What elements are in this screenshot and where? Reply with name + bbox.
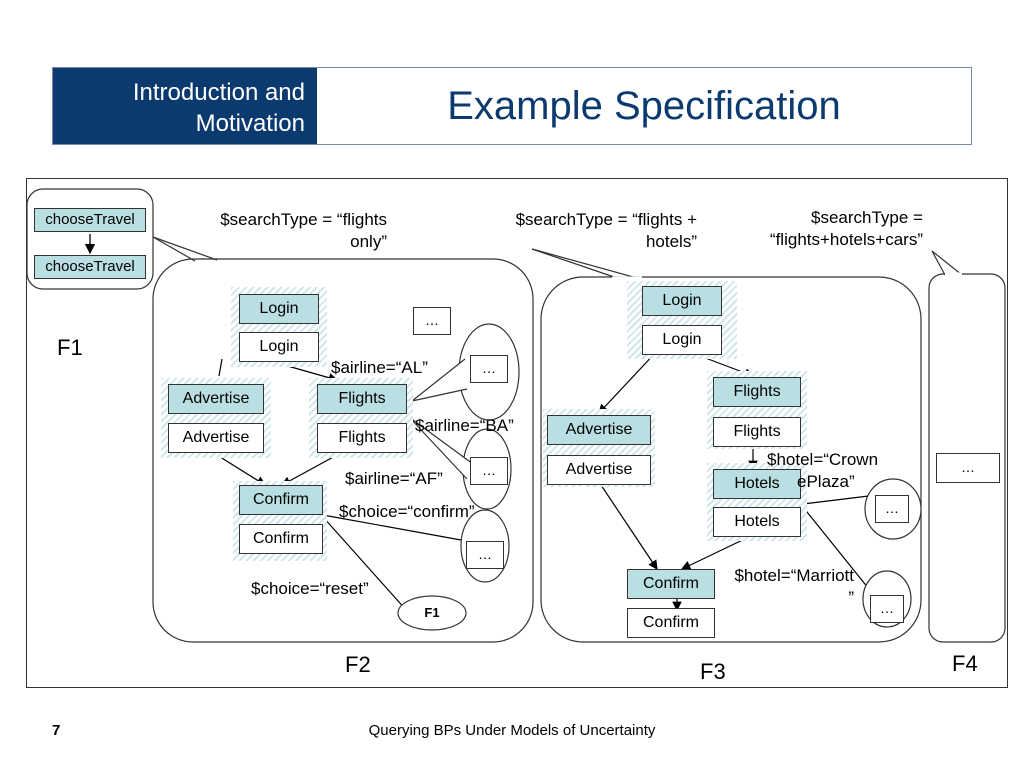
f2-ellipsis-choice-confirm: … bbox=[466, 541, 504, 569]
f3-condition-line-2: hotels” bbox=[645, 232, 697, 251]
f3-container bbox=[540, 276, 922, 643]
f1-node-choose-travel-top: chooseTravel bbox=[34, 208, 146, 232]
f2-node-advertise-bottom: Advertise bbox=[168, 423, 264, 453]
f4-ellipsis-box: … bbox=[936, 453, 1000, 483]
f3-ellipsis-hotel-crown: … bbox=[875, 495, 909, 523]
f2-node-confirm-bottom: Confirm bbox=[239, 524, 323, 554]
f3-annotation-hotel-marriott: $hotel=“Marriott ” bbox=[712, 565, 854, 609]
f4-label: F4 bbox=[952, 651, 978, 676]
section-line-2: Motivation bbox=[195, 110, 305, 137]
f3-annotation-hotel-crown-line-2: ePlaza” bbox=[797, 472, 855, 491]
section-line-1: Introduction and bbox=[132, 79, 305, 106]
f2-annotation-choice-confirm: $choice=“confirm” bbox=[339, 502, 475, 521]
f3-node-login-bottom: Login bbox=[642, 325, 722, 355]
f2-node-login-bottom: Login bbox=[239, 332, 319, 362]
f2-annotation-airline-al: $airline=“AL” bbox=[331, 358, 428, 377]
f3-node-flights-bottom: Flights bbox=[713, 417, 801, 447]
f2-annotation-choice-reset: $choice=“reset” bbox=[251, 579, 369, 598]
f3-node-hotels-top: Hotels bbox=[713, 469, 801, 499]
f1-node-choose-travel-bottom: chooseTravel bbox=[34, 255, 146, 279]
slide-title: Example Specification bbox=[447, 84, 841, 128]
f3-annotation-hotel-crown-line-1: $hotel=“Crown bbox=[767, 450, 879, 469]
f3-node-confirm-top: Confirm bbox=[627, 569, 715, 599]
f2-node-confirm-top: Confirm bbox=[239, 485, 323, 515]
f3-annotation-hotel-marriott-line-2: ” bbox=[848, 588, 854, 607]
f3-node-advertise-bottom: Advertise bbox=[547, 455, 651, 485]
section-tab: Introduction and Motivation bbox=[53, 68, 317, 144]
f2-condition-line-1: $searchType = “flights bbox=[220, 210, 387, 229]
f3-node-flights-top: Flights bbox=[713, 377, 801, 407]
f2-ellipsis-airline-al: … bbox=[470, 355, 508, 383]
f4-condition: $searchType = “flights+hotels+cars” bbox=[717, 207, 923, 251]
footer-text: Querying BPs Under Models of Uncertainty bbox=[368, 722, 656, 739]
f2-label: F2 bbox=[345, 652, 371, 677]
f2-annotation-airline-af: $airline=“AF” bbox=[345, 469, 443, 488]
f2-node-flights-top: Flights bbox=[317, 384, 407, 414]
f2-reset-reference: F1 bbox=[424, 605, 440, 620]
f3-node-advertise-top: Advertise bbox=[547, 415, 651, 445]
specification-diagram: chooseTravel chooseTravel F1 $searchType… bbox=[26, 178, 1008, 688]
f3-annotation-hotel-marriott-line-1: $hotel=“Marriott bbox=[734, 566, 854, 585]
f2-condition: $searchType = “flights only” bbox=[187, 209, 387, 253]
f2-ellipsis-airline-af: … bbox=[470, 457, 508, 485]
f2-node-advertise-top: Advertise bbox=[168, 384, 264, 414]
footer-page-number: 7 bbox=[52, 722, 61, 739]
f4-condition-line-1: $searchType = bbox=[811, 208, 923, 227]
f3-annotation-hotel-crown: $hotel=“Crown ePlaza” bbox=[767, 449, 878, 493]
f3-condition-line-1: $searchType = “flights + bbox=[515, 210, 697, 229]
f2-ellipsis-box: … bbox=[413, 307, 451, 335]
f2-condition-line-2: only” bbox=[350, 232, 387, 251]
f3-ellipsis-hotel-marriott: … bbox=[870, 595, 904, 623]
f3-node-login-top: Login bbox=[642, 286, 722, 316]
f2-node-login-top: Login bbox=[239, 294, 319, 324]
f1-label: F1 bbox=[57, 335, 83, 360]
f3-node-confirm-bottom: Confirm bbox=[627, 608, 715, 638]
f4-condition-line-2: “flights+hotels+cars” bbox=[769, 230, 923, 249]
f3-node-hotels-bottom: Hotels bbox=[713, 507, 801, 537]
f2-annotation-airline-ba: $airline=“BA” bbox=[415, 416, 514, 435]
slide-header: Introduction and Motivation Example Spec… bbox=[52, 67, 972, 145]
f2-node-flights-bottom: Flights bbox=[317, 423, 407, 453]
f3-label: F3 bbox=[700, 659, 726, 684]
f3-condition: $searchType = “flights + hotels” bbox=[467, 209, 697, 253]
